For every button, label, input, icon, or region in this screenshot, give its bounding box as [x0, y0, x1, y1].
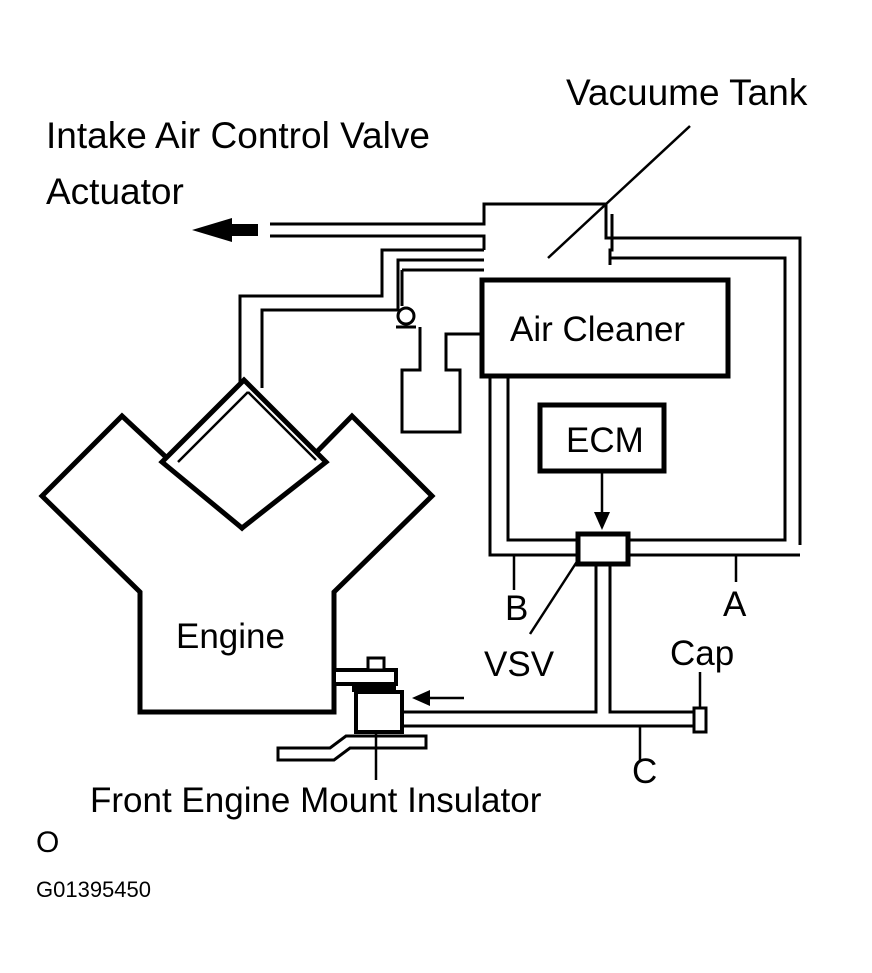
hose-c-cap-outer: [608, 564, 694, 714]
vacuum-tank-leader: [547, 125, 691, 259]
insulator-arrowhead: [412, 690, 430, 706]
insulator-bracket: [276, 734, 428, 762]
vsv-label: VSV: [484, 645, 555, 684]
insulator-rubber: [352, 684, 396, 692]
hose-c-outer: [404, 564, 598, 714]
vsv-leader: [528, 559, 580, 635]
cap-icon: [692, 706, 708, 734]
check-valve-icon: [396, 306, 416, 326]
hose-a-outer: [604, 204, 802, 545]
intake-hose-outer: [238, 248, 484, 428]
insulator-top-plate: [332, 668, 398, 686]
intake-hose-inner: [260, 258, 484, 388]
vacuum-tank-pipe-lower: [270, 234, 486, 250]
iacv-actuator-label-line1: Intake Air Control Valve: [46, 115, 430, 156]
cap-label: Cap: [670, 634, 734, 673]
vsv-body: [575, 531, 631, 567]
mount-insulator-label: Front Engine Mount Insulator: [90, 781, 542, 820]
corner-mark: O: [36, 826, 59, 859]
vacuum-tank-label: Vacuume Tank: [566, 72, 808, 113]
port-b-label: B: [505, 589, 528, 628]
manifold-line-left: [177, 391, 249, 463]
insulator-stud: [366, 656, 386, 672]
hose-b-outer: [488, 376, 578, 557]
insulator-body: [354, 690, 404, 734]
air-cleaner-box: [479, 277, 731, 379]
figure-code: G01395450: [36, 877, 151, 902]
air-cleaner-label: Air Cleaner: [510, 310, 685, 349]
vacuum-tank-outline-top: [270, 202, 606, 226]
ecm-signal-arrowhead: [594, 512, 610, 530]
ecm-box: [537, 402, 667, 474]
port-c-label: C: [632, 752, 657, 791]
check-valve-canister: [400, 327, 484, 434]
intake-manifold: [158, 376, 330, 532]
hose-b-inner: [506, 376, 578, 542]
engine-label: Engine: [176, 617, 285, 656]
ecm-label: ECM: [566, 421, 644, 460]
iacv-actuator-label-line2: Actuator: [46, 171, 184, 212]
manifold-line-right: [247, 391, 317, 461]
actuator-direction-arrow: [192, 218, 258, 242]
port-a-label: A: [723, 585, 747, 624]
